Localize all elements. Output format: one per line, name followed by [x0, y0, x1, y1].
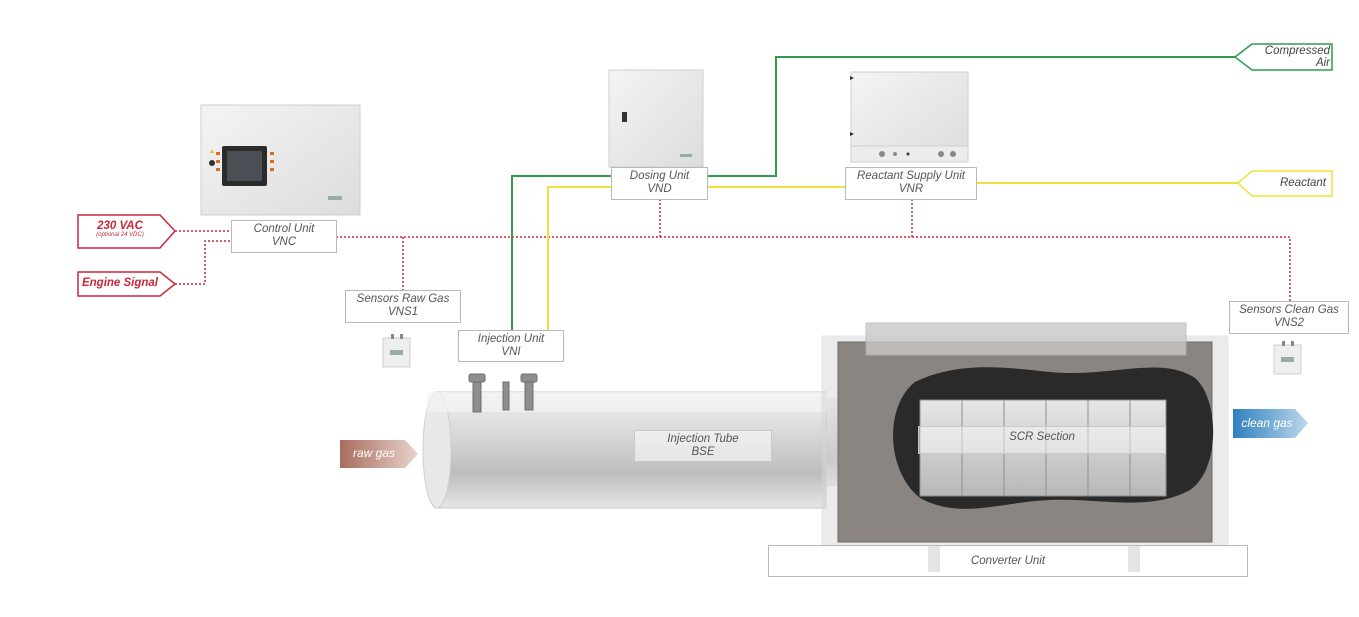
injection-nozzles [468, 373, 538, 413]
power-switch-icon [209, 160, 215, 166]
dosing-unit-label: Dosing Unit VND [611, 167, 708, 200]
injection-unit-label: Injection Unit VNI [458, 330, 564, 362]
engine-signal-line [175, 240, 230, 285]
reactant-supply-cabinet [850, 71, 969, 163]
injection-tube-label: Injection Tube BSE [634, 430, 772, 462]
air-supply-line [708, 56, 1235, 177]
power-input-label: 230 VAC (optional 24 VDC) [78, 220, 162, 239]
power-label: 230 VAC [97, 220, 143, 232]
converter-unit-label: Converter Unit [768, 545, 1248, 577]
power-sublabel: (optional 24 VDC) [96, 232, 144, 238]
clean-gas-sensor-box [1273, 341, 1302, 375]
air-injection-line [511, 175, 612, 330]
sensors-clean-code: VNS2 [1273, 317, 1305, 329]
reactant-supply-name: Reactant Supply Unit [856, 170, 966, 182]
dosing-unit-cabinet [608, 69, 704, 168]
dosing-unit-name: Dosing Unit [629, 170, 690, 182]
engine-signal-tag [77, 271, 177, 297]
compressed-air-label: Compressed Air [1254, 45, 1330, 69]
reactant-tag [1236, 170, 1333, 197]
compressed-air-tag [1233, 43, 1333, 71]
injection-unit-code: VNI [501, 346, 521, 358]
sensors-raw-code: VNS1 [387, 306, 419, 318]
control-unit-cabinet [200, 104, 361, 216]
sensors-clean-name: Sensors Clean Gas [1239, 304, 1339, 316]
reactant-label: Reactant [1279, 177, 1326, 189]
reactant-injection-line [547, 186, 612, 330]
raw-gas-arrow [340, 440, 418, 468]
reactant-lines [547, 182, 1238, 330]
dosing-unit-code: VND [647, 183, 672, 195]
control-unit-name: Control Unit [253, 223, 315, 235]
air-lines [511, 56, 1235, 330]
sensors-raw-name: Sensors Raw Gas [356, 293, 450, 305]
scr-catalyst-modules [919, 399, 1167, 497]
control-unit-code: VNC [271, 236, 297, 248]
injection-unit-name: Injection Unit [477, 333, 545, 345]
sensors-clean-label: Sensors Clean Gas VNS2 [1229, 301, 1349, 334]
engine-signal-label: Engine Signal [81, 277, 159, 289]
injection-tube-name: Injection Tube [667, 433, 739, 445]
raw-gas-label: raw gas [352, 446, 396, 460]
scr-section-label: SCR Section [918, 426, 1166, 454]
warning-icon [210, 149, 214, 153]
main-signal-bus [336, 236, 1291, 301]
raw-gas-sensor-box [382, 334, 411, 368]
reactant-supply-code: VNR [898, 183, 924, 195]
compressed-air-line1: Compressed [1264, 45, 1330, 57]
injection-tube-code: BSE [691, 446, 715, 458]
power-tag [77, 214, 177, 249]
signal-wiring [175, 200, 1291, 301]
control-unit-label: Control Unit VNC [231, 220, 337, 253]
reactant-supply-label: Reactant Supply Unit VNR [845, 167, 977, 200]
compressed-air-line2: Air [1315, 57, 1330, 69]
sensors-raw-label: Sensors Raw Gas VNS1 [345, 290, 461, 323]
clean-gas-label: clean gas [1241, 416, 1293, 430]
clean-gas-arrow [1233, 409, 1308, 438]
